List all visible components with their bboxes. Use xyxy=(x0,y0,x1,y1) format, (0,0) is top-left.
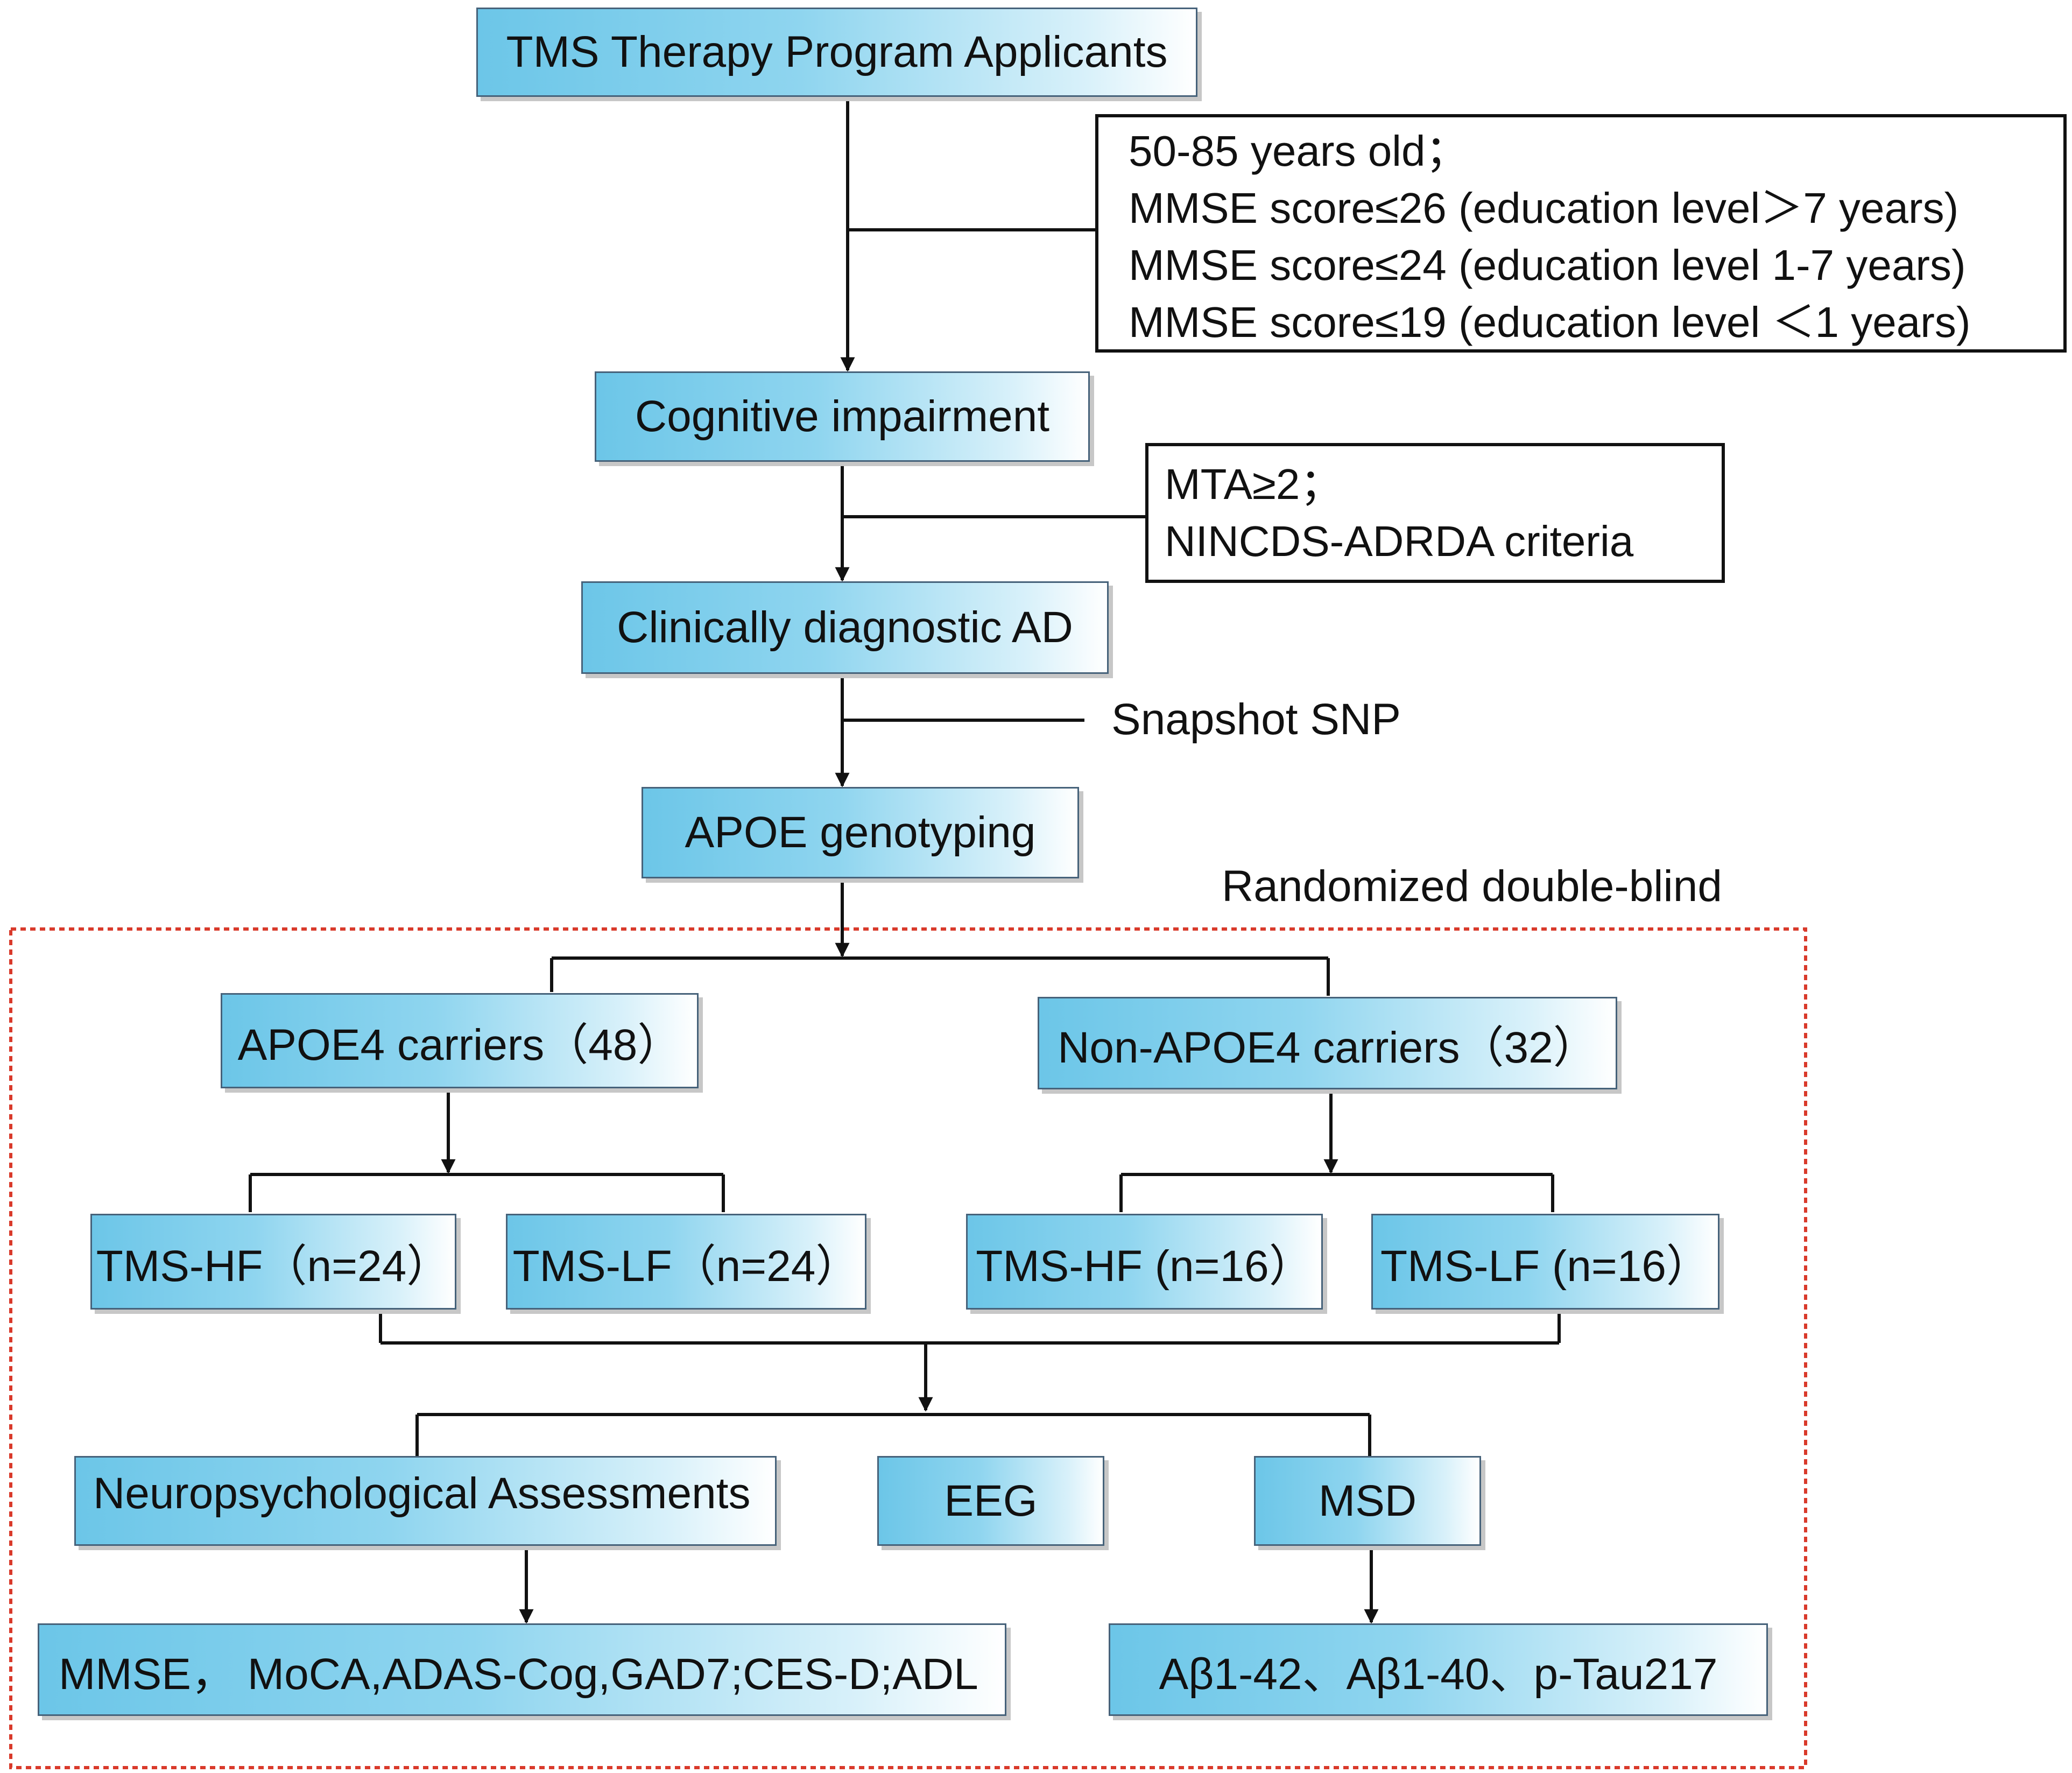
randomized-label: Randomized double-blind xyxy=(1222,862,1722,911)
criteria-age: 50-85 years old； xyxy=(1129,127,1469,175)
tms-lf-apoe4-node: TMS-LF（n=24） xyxy=(506,1214,866,1310)
neuropsych-assessments-node: Neuropsychological Assessments xyxy=(74,1456,777,1546)
apoe4-carriers-node: APOE4 carriers（48） xyxy=(221,993,699,1088)
randomized-frame xyxy=(9,927,1807,1769)
clinical-ad-node: Clinically diagnostic AD xyxy=(581,581,1109,674)
tms-lf-non-apoe4-node: TMS-LF (n=16） xyxy=(1371,1214,1719,1310)
criteria-mmse-26: MMSE score≤26 (education level＞7 years) xyxy=(1129,184,1959,232)
apoe-genotyping-node: APOE genotyping xyxy=(642,787,1079,878)
diagnosis-criteria-box: MTA≥2； NINCDS-ADRDA criteria xyxy=(1145,443,1725,583)
msd-items-node: Aβ1-42、Aβ1-40、p-Tau217 xyxy=(1109,1623,1768,1716)
criteria-mmse-19: MMSE score≤19 (education level ＜1 years) xyxy=(1129,298,1971,346)
msd-node: MSD xyxy=(1254,1456,1481,1546)
snapshot-snp-label: Snapshot SNP xyxy=(1111,695,1401,744)
cognitive-impairment-node: Cognitive impairment xyxy=(595,371,1090,462)
neuropsych-items-node: MMSE， MoCA,ADAS-Cog,GAD7;CES-D;ADL xyxy=(38,1623,1006,1716)
criteria-mmse-24: MMSE score≤24 (education level 1-7 years… xyxy=(1129,241,1966,289)
criteria-mta: MTA≥2； xyxy=(1165,460,1343,508)
applicants-node: TMS Therapy Program Applicants xyxy=(476,8,1197,97)
non-apoe4-carriers-node: Non-APOE4 carriers（32） xyxy=(1038,997,1617,1089)
inclusion-criteria-box: 50-85 years old； MMSE score≤26 (educatio… xyxy=(1095,114,2067,353)
criteria-nincds: NINCDS-ADRDA criteria xyxy=(1165,517,1634,565)
tms-hf-apoe4-node: TMS-HF（n=24） xyxy=(90,1214,456,1310)
tms-hf-non-apoe4-node: TMS-HF (n=16） xyxy=(966,1214,1323,1310)
eeg-node: EEG xyxy=(877,1456,1104,1546)
